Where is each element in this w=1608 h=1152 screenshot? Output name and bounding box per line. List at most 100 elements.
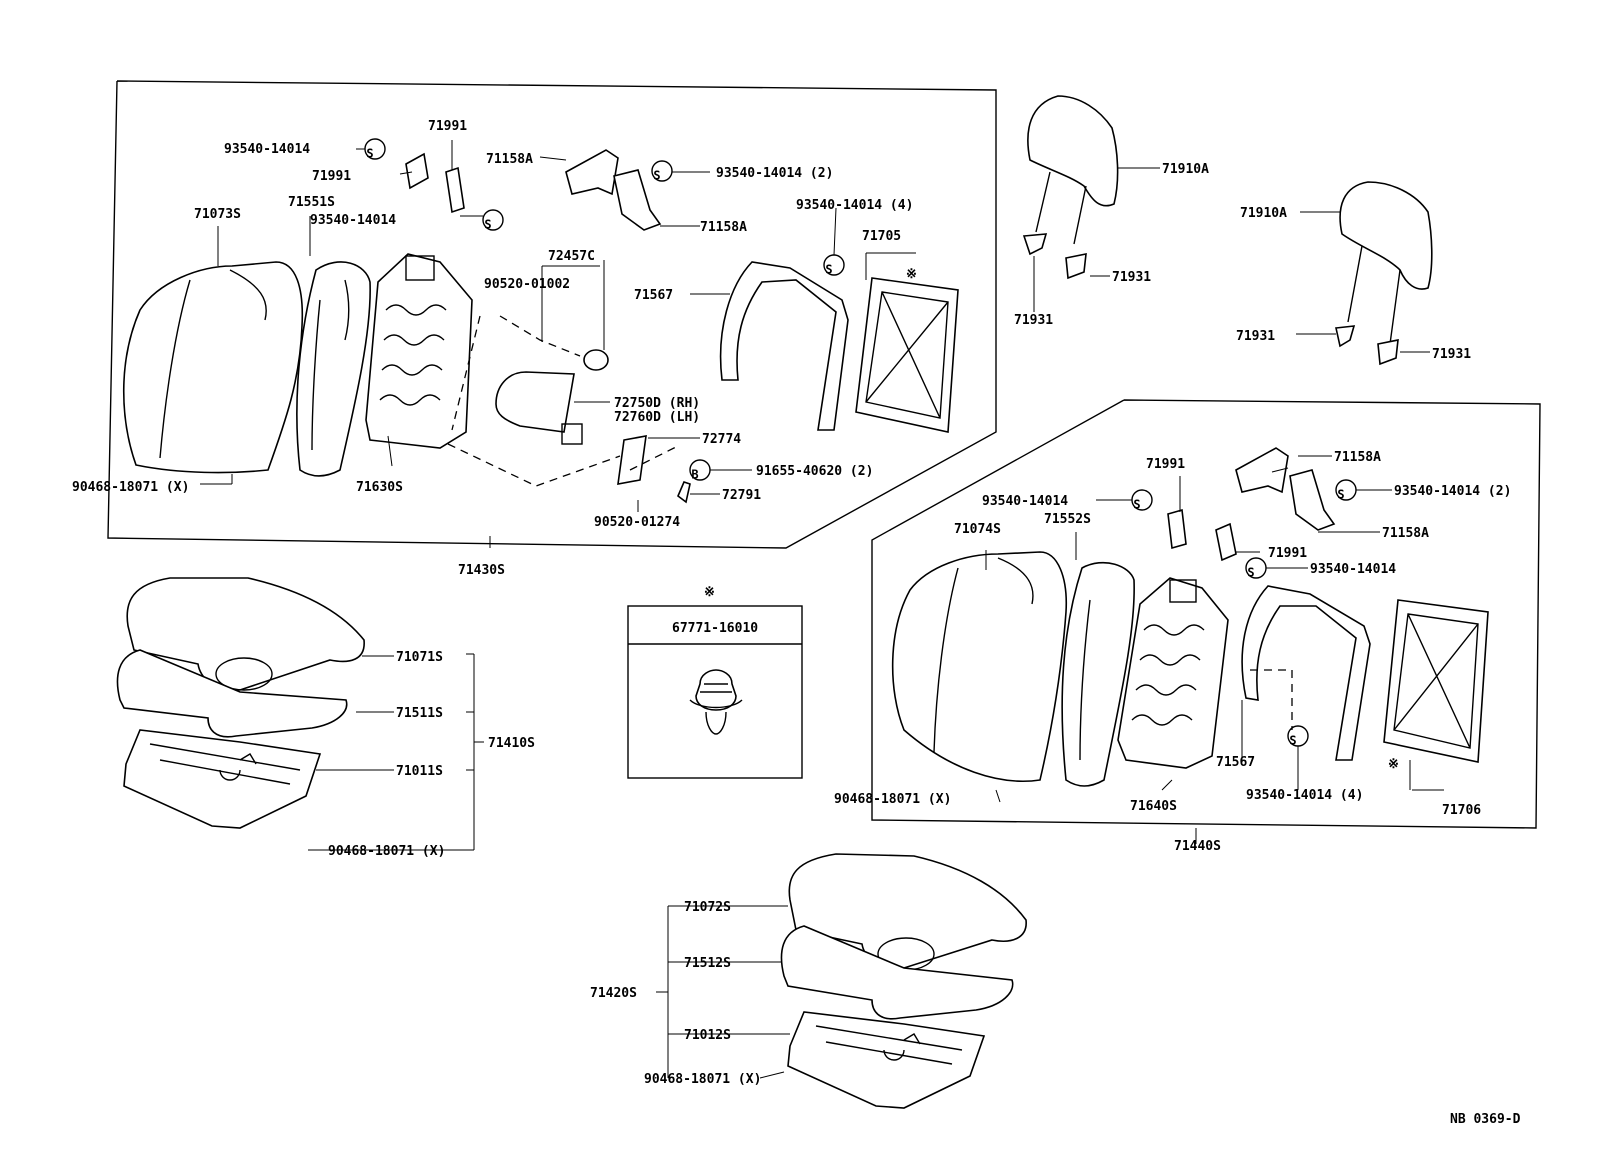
board-rh-inner: [1393, 613, 1479, 749]
seatback-frame-lh-bracket: [405, 255, 435, 281]
leaders-rh: [985, 455, 1444, 844]
cushion-1-group: 71071S 71511S 71011S 71410S 90468-18071 …: [116, 577, 535, 859]
label-90468-lh: 90468-18071 (X): [72, 480, 189, 495]
recliner-cover: [495, 371, 575, 433]
label-71511s: 71511S: [396, 706, 443, 721]
seatback-frame-rh-bracket: [1169, 579, 1197, 603]
label-71910a-1: 71910A: [1162, 162, 1209, 177]
s-mark-2: [482, 209, 504, 231]
support-2a: [1335, 325, 1356, 348]
label-71512s: 71512S: [684, 956, 731, 971]
label-93540-a: 93540-14014: [224, 142, 310, 157]
note-mark-2: ※: [1388, 757, 1399, 772]
label-93540-rh-4: 93540-14014 (4): [1246, 788, 1363, 803]
label-71073s: 71073S: [194, 207, 241, 222]
leaders-hr1: [1033, 167, 1160, 312]
lever-72774: [617, 435, 647, 485]
guide-71991-a: [405, 152, 429, 190]
seatback-cover-rh: [891, 551, 1068, 782]
seatback-cover-lh: [122, 261, 304, 474]
label-71071s: 71071S: [396, 650, 443, 665]
leaders-lh: [200, 140, 916, 548]
guide-71991-b: [445, 166, 465, 214]
cushion-frame-1-detail: [149, 743, 301, 785]
assembly-boundary-lh: [107, 80, 997, 549]
diagram-code: NB 0369-D: [1450, 1112, 1521, 1127]
label-71430s: 71430S: [458, 563, 505, 578]
label-71705: 71705: [862, 229, 901, 244]
label-71420s: 71420S: [590, 986, 637, 1001]
s-letter-8: S: [1289, 734, 1296, 748]
front-seatback-rh-group: 71074S 71552S 71991 93540-14014 S 71158A…: [834, 399, 1541, 854]
label-71991-c: 71991: [1146, 457, 1185, 472]
guide-71991-d: [1215, 522, 1237, 562]
label-93540-2: 93540-14014 (2): [716, 166, 833, 181]
label-71991-d: 71991: [1268, 546, 1307, 561]
seatback-pad-lh: [296, 261, 371, 477]
seatback-frame-lh-springs: [379, 304, 447, 406]
label-71567-rh: 71567: [1216, 755, 1255, 770]
note-mark-1: ※: [906, 267, 917, 282]
hinge-71158a-d: [1289, 469, 1336, 531]
label-71011s: 71011S: [396, 764, 443, 779]
assembly-boundary-rh: [871, 399, 1541, 829]
label-71931-2b: 71931: [1432, 347, 1471, 362]
guide-71991-c: [1167, 508, 1187, 550]
headrest-2-stays: [1347, 245, 1401, 345]
headrest-1: [1027, 95, 1119, 207]
label-71012s: 71012S: [684, 1028, 731, 1043]
dashed-guide-1: [447, 315, 621, 487]
label-90468-c2: 90468-18071 (X): [644, 1072, 761, 1087]
spring-72791: [677, 481, 691, 504]
knob-72457c: [583, 349, 609, 371]
cushion-frame-1: [123, 729, 322, 829]
s-letter-3: S: [653, 169, 660, 183]
s-letter-7: S: [1247, 566, 1254, 580]
clip-note-group: ※ 67771-16010: [627, 585, 803, 779]
label-72791: 72791: [722, 488, 761, 503]
recliner-latch: [561, 423, 583, 445]
s-letter-6: S: [1337, 488, 1344, 502]
hinge-71158a-a: [565, 149, 619, 196]
label-71991-a: 71991: [312, 169, 351, 184]
label-71072s: 71072S: [684, 900, 731, 915]
label-67771-16010: 67771-16010: [672, 621, 758, 636]
headrest-1-group: 71910A 71931 71931: [1014, 95, 1209, 328]
dashed-guide-2: [629, 445, 679, 471]
label-71567-lh: 71567: [634, 288, 673, 303]
headrest-2: [1339, 181, 1433, 290]
b-letter: B: [691, 468, 698, 482]
hinge-71158a-c: [1235, 447, 1289, 494]
label-90468-rh: 90468-18071 (X): [834, 792, 951, 807]
label-71552s: 71552S: [1044, 512, 1091, 527]
front-seatback-lh-group: 71073S 71551S 90468-18071 (X) 71630S 714…: [72, 80, 997, 578]
headrest-2-group: 71910A 71931 71931: [1236, 181, 1471, 366]
leaders-c2: [656, 905, 790, 1079]
s-letter-1: S: [366, 147, 373, 161]
label-71640s: 71640S: [1130, 799, 1177, 814]
label-71931-1b: 71931: [1112, 270, 1151, 285]
label-71931-2a: 71931: [1236, 329, 1275, 344]
board-wire-71567: [719, 261, 849, 431]
label-71158a-c: 71158A: [1334, 450, 1381, 465]
board-rh: [1383, 599, 1489, 763]
cushion-2-group: 71072S 71512S 71420S 71012S 90468-18071 …: [590, 853, 1027, 1109]
seatback-frame-rh-springs: [1131, 624, 1205, 726]
label-91655: 91655-40620 (2): [756, 464, 873, 479]
label-71910a-2: 71910A: [1240, 206, 1287, 221]
label-93540-rh-b: 93540-14014: [1310, 562, 1396, 577]
cushion-frame-2-detail: [815, 1025, 963, 1065]
note-mark-3: ※: [704, 585, 715, 600]
label-71158a-d: 71158A: [1382, 526, 1429, 541]
support-2b: [1377, 339, 1399, 366]
seatback-cover-lh-seam: [159, 269, 267, 459]
label-93540-rh-a: 93540-14014: [982, 494, 1068, 509]
label-71074s: 71074S: [954, 522, 1001, 537]
support-1b: [1065, 253, 1087, 280]
seatback-frame-rh: [1117, 577, 1229, 769]
cushion-pad-2: [780, 925, 1014, 1020]
seatback-cover-rh-seam: [933, 557, 1034, 753]
label-93540-b: 93540-14014: [310, 213, 396, 228]
board-wire-rh: [1241, 585, 1371, 761]
label-90520-01274: 90520-01274: [594, 515, 680, 530]
